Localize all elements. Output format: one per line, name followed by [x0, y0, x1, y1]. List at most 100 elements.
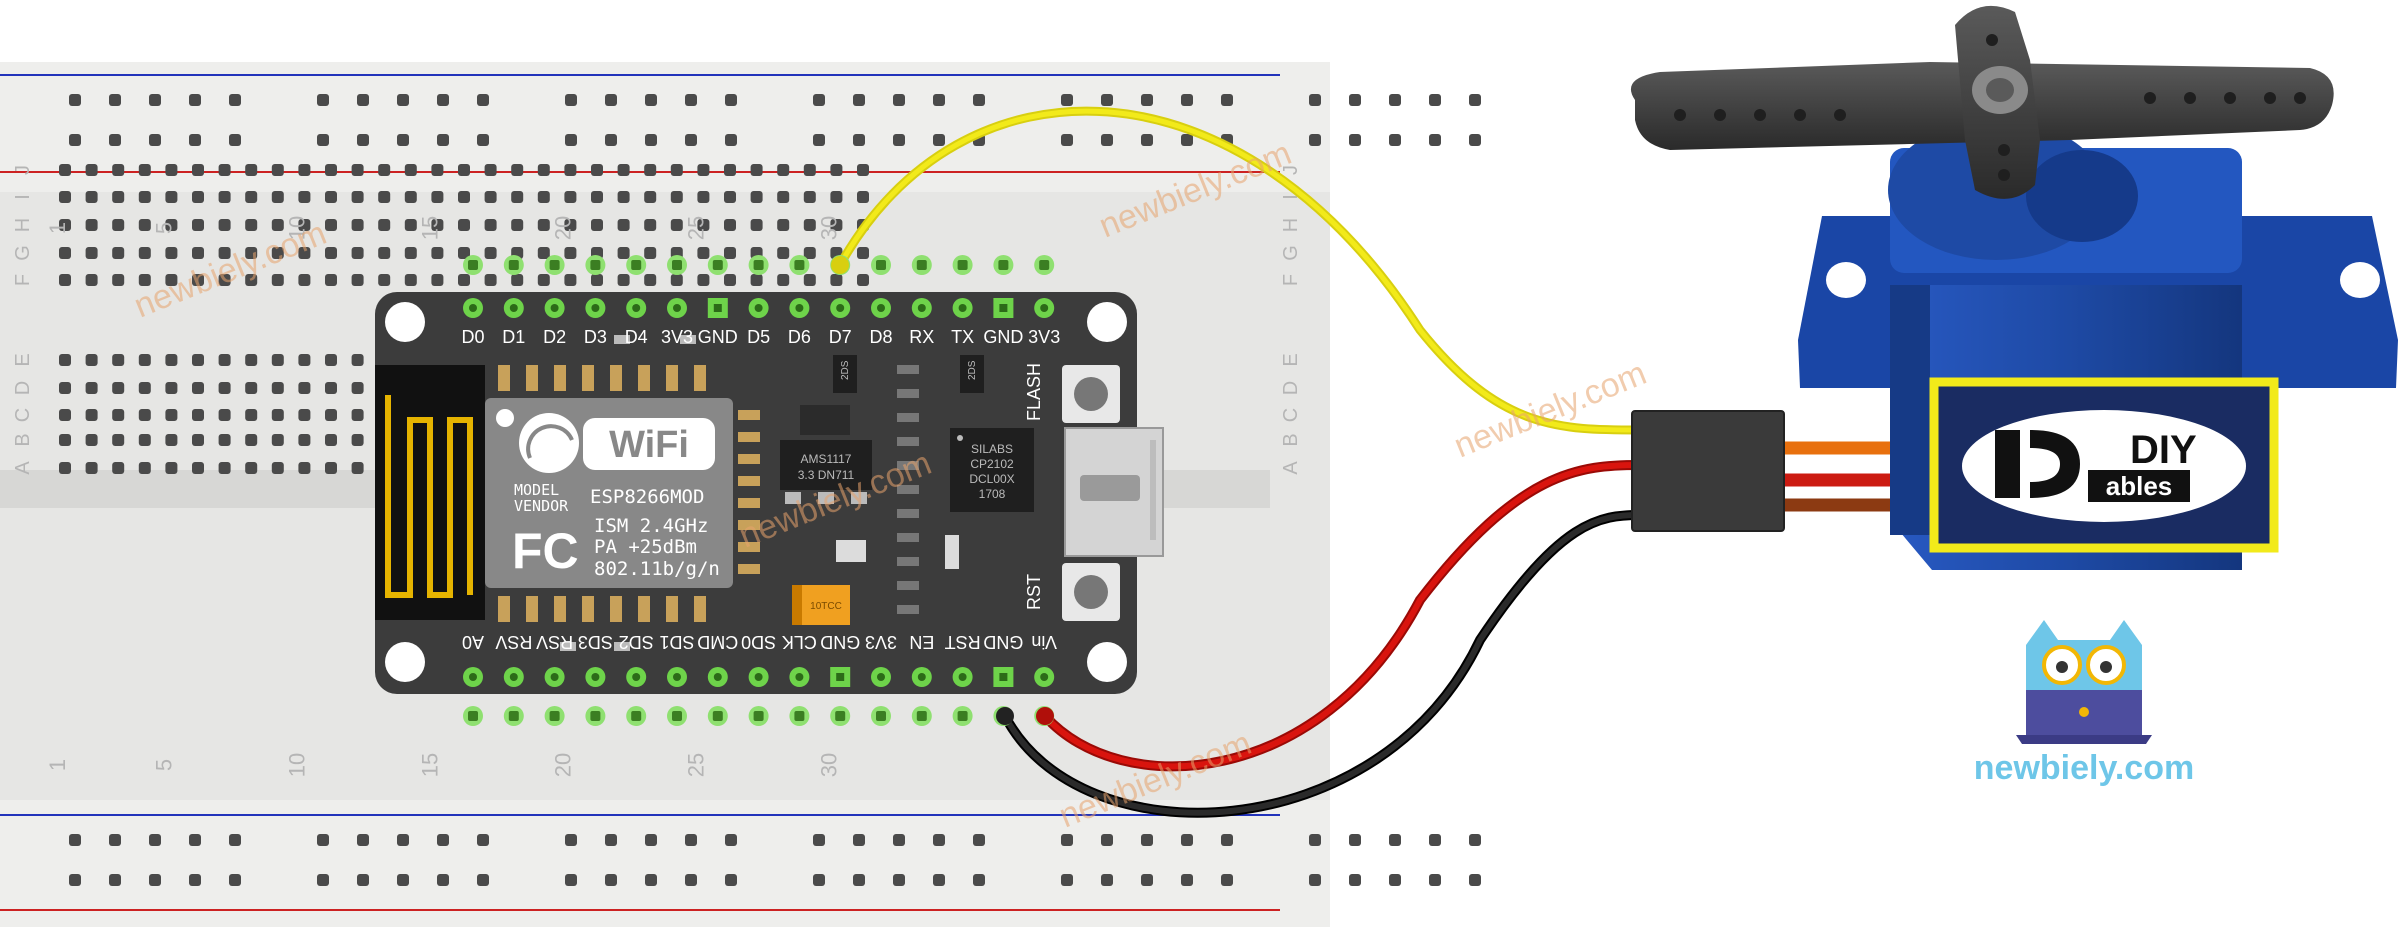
breadboard-hole [830, 219, 843, 231]
header-pin-hole [632, 304, 641, 312]
rail-hole [685, 834, 697, 846]
rail-hole [1389, 134, 1401, 146]
breadboard-hole [378, 247, 391, 259]
breadboard-hole [644, 191, 657, 203]
connected-hole-core [957, 711, 968, 721]
flash-button [1062, 365, 1120, 423]
connected-hole-core [590, 711, 601, 721]
module-pin1-marker [496, 409, 514, 427]
mount-hole-br [1087, 642, 1127, 682]
breadboard-hole [85, 354, 98, 366]
header-pin-hole [877, 304, 885, 312]
rail-hole [357, 134, 369, 146]
horn-hole [1998, 169, 2010, 181]
rail-hole [645, 874, 657, 886]
breadboard-hole [325, 247, 337, 259]
rail-hole [893, 834, 905, 846]
breadboard-hole [857, 191, 869, 203]
smd-crystal [836, 540, 866, 562]
rail-hole [397, 94, 409, 106]
breadboard-hole [165, 434, 178, 446]
rail-hole [1101, 134, 1113, 146]
smd-resistor [897, 581, 919, 590]
module-pad [666, 365, 678, 391]
breadboard-hole [218, 354, 231, 366]
breadboard-hole [271, 409, 284, 421]
servo-horn-screw-head [1986, 78, 2014, 102]
breadboard-hole [85, 274, 98, 286]
breadboard-hole [537, 164, 550, 176]
rail-hole [317, 94, 329, 106]
rail-hole [645, 134, 657, 146]
rail-hole [1469, 834, 1481, 846]
rail-hole [1309, 134, 1321, 146]
small-ic-label: 2DS [840, 360, 851, 380]
rail-hole [1101, 874, 1113, 886]
rail-hole [477, 134, 489, 146]
module-pad [694, 365, 706, 391]
breadboard-hole [298, 409, 311, 421]
breadboard-hole [59, 247, 71, 259]
smd-resistor [897, 485, 919, 494]
pin-label-vin: Vin [1031, 632, 1057, 652]
power-wire-highlight [1042, 462, 1643, 770]
rail-hole [725, 134, 737, 146]
column-number: 20 [550, 753, 575, 777]
breadboard-hole [245, 191, 258, 203]
breadboard-hole [245, 274, 258, 286]
breadboard-hole [431, 219, 444, 231]
smd-resistor [614, 642, 630, 651]
module-spec-standard: 802.11b/g/n [594, 558, 720, 580]
breadboard-hole [697, 164, 710, 176]
signal-wire-highlight [837, 108, 1643, 433]
header-pin-hole [550, 304, 559, 312]
breadboard-hole [564, 274, 577, 286]
rail-hole [813, 134, 825, 146]
breadboard-hole [325, 164, 337, 176]
pin-label-3v3: 3V3 [1028, 327, 1060, 347]
rail-hole [149, 134, 161, 146]
breadboard-hole [351, 409, 364, 421]
breadboard-hole [857, 247, 869, 259]
rail-hole [1349, 134, 1361, 146]
rail-hole [1061, 134, 1073, 146]
header-pin-hole [958, 673, 967, 681]
breadboard-hole [192, 462, 204, 474]
column-number: 5 [151, 222, 176, 234]
breadboard-hole [484, 247, 497, 259]
rail-hole [1309, 874, 1321, 886]
breadboard-hole [564, 247, 577, 259]
breadboard-hole [112, 434, 125, 446]
breadboard-hole [724, 191, 736, 203]
breadboard-hole [59, 462, 71, 474]
header-pin-hole [958, 304, 967, 312]
header-pin-hole [795, 673, 804, 681]
breadboard-hole [112, 164, 125, 176]
regulator-label-2: 3.3 DN711 [798, 468, 855, 482]
module-pad [498, 365, 510, 391]
breadboard-hole [112, 219, 125, 231]
rail-hole [397, 134, 409, 146]
breadboard-hole [777, 274, 790, 286]
breadboard-hole [325, 274, 337, 286]
pin-label-gnd: GND [983, 327, 1023, 347]
row-letter: H [1280, 218, 1302, 232]
breadboard-hole [192, 434, 204, 446]
module-pad [738, 520, 760, 530]
module-pad [582, 596, 594, 622]
breadboard-hole [218, 219, 231, 231]
breadboard-hole [138, 382, 151, 394]
smd-resistor [897, 605, 919, 614]
horn-hole [1998, 144, 2010, 156]
breadboard-hole [271, 434, 284, 446]
module-pad [582, 365, 594, 391]
connected-hole-core [1039, 260, 1050, 270]
breadboard-hole [245, 164, 258, 176]
connected-hole-core [835, 711, 846, 721]
servo-horn-holes [1674, 34, 2306, 181]
rail-hole [109, 874, 121, 886]
rail-hole [813, 834, 825, 846]
breadboard-hole [138, 219, 151, 231]
rail-hole [229, 134, 241, 146]
rail-hole [565, 834, 577, 846]
